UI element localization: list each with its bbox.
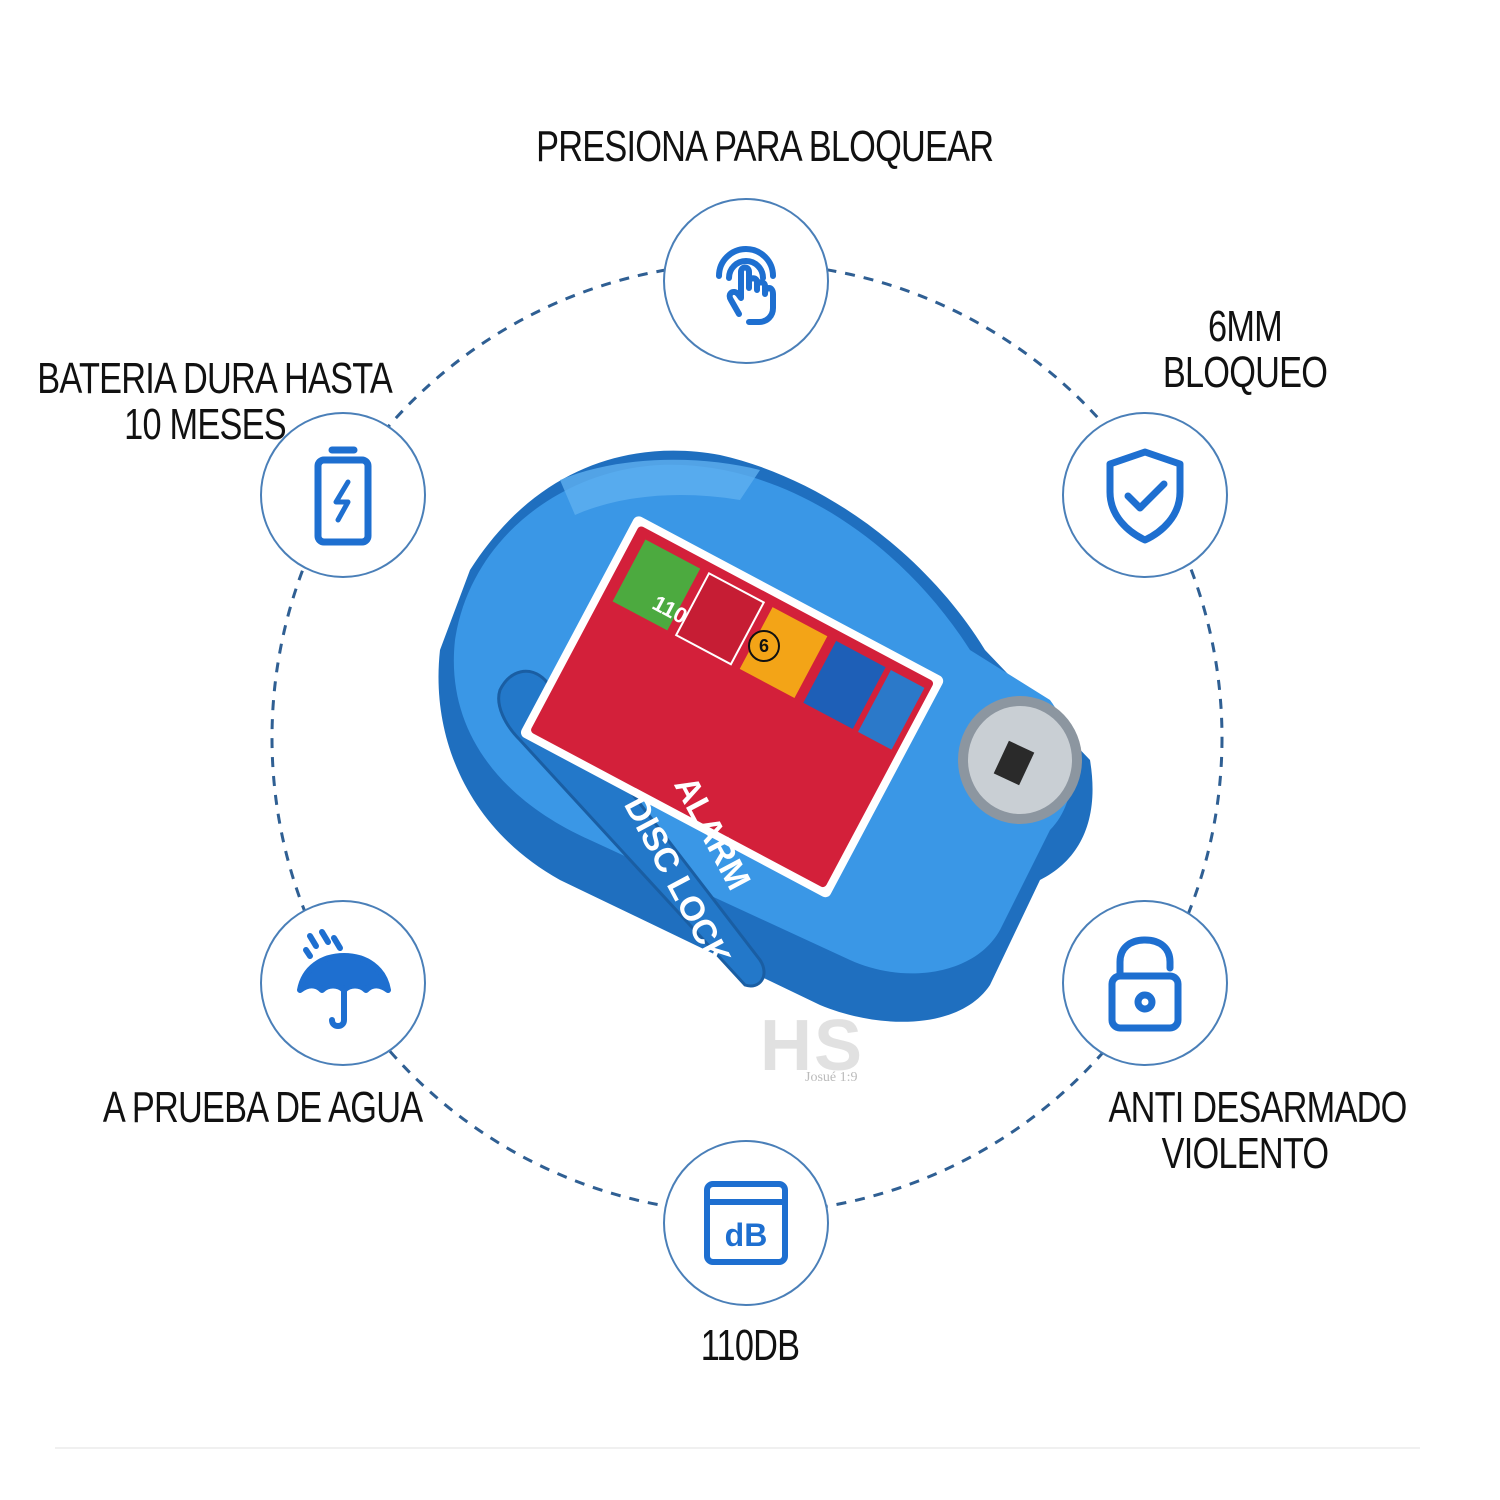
touch-finger-icon xyxy=(716,246,776,325)
alarm-sticker xyxy=(520,516,944,898)
db-meter-icon: dB xyxy=(704,1181,788,1265)
battery-charge-icon xyxy=(314,446,372,546)
watermark-verse: Josué 1:9 xyxy=(805,1070,858,1085)
label-waterproof: A PRUEBA DE AGUA xyxy=(102,1083,423,1132)
label-press-lock: PRESIONA PARA BLOQUEAR xyxy=(536,122,994,171)
press-lock-circle xyxy=(663,198,829,364)
svg-text:dB: dB xyxy=(725,1217,768,1253)
label-battery: BATERIA DURA HASTA 10 MESES xyxy=(37,354,392,449)
badge-6: 6 xyxy=(748,630,780,662)
bottom-divider xyxy=(55,1447,1420,1449)
umbrella-rain-icon xyxy=(297,929,391,1029)
battery-circle xyxy=(260,412,426,578)
padlock-icon xyxy=(1108,936,1182,1032)
shield-check-icon xyxy=(1106,448,1184,544)
shield-circle xyxy=(1062,412,1228,578)
anti-tamper-circle xyxy=(1062,900,1228,1066)
watermark-brand: HS xyxy=(760,1006,865,1086)
label-6mm-lock: 6MM BLOQUEO xyxy=(1162,302,1328,397)
disc-lock-product xyxy=(438,450,1093,1022)
decibels-circle: dB xyxy=(663,1140,829,1306)
waterproof-circle xyxy=(260,900,426,1066)
label-decibels: 110DB xyxy=(700,1321,800,1370)
label-anti-tamper: ANTI DESARMADO VIOLENTO xyxy=(1108,1083,1408,1178)
